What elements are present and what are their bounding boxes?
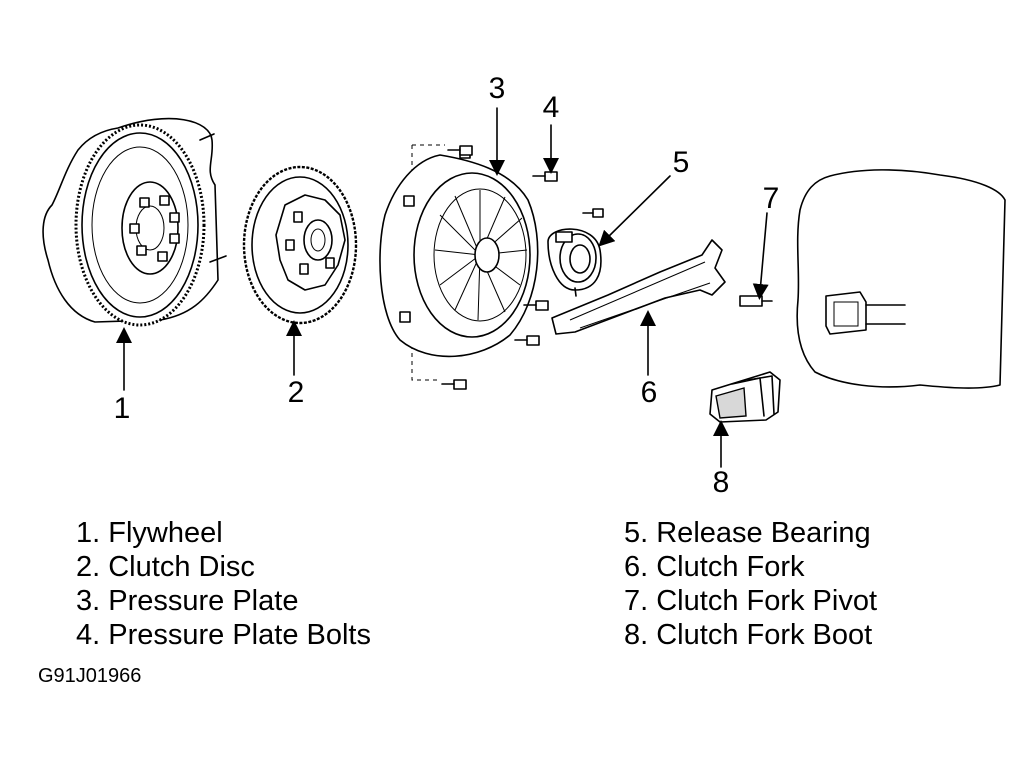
callout-4: 4 — [543, 91, 560, 124]
callout-6: 6 — [641, 376, 658, 409]
callout-8: 8 — [713, 466, 730, 499]
legend-item-flywheel: 1. Flywheel — [76, 517, 223, 549]
legend-item-pressure-plate-bolts: 4. Pressure Plate Bolts — [76, 619, 371, 651]
callout-1: 1 — [114, 392, 131, 425]
transmission-housing — [796, 169, 1006, 389]
callout-3: 3 — [489, 72, 506, 105]
callout-arrows — [116, 107, 769, 468]
release-bearing — [547, 228, 602, 297]
legend-left: 1. Flywheel 2. Clutch Disc 3. Pressure P… — [76, 516, 371, 652]
clutch-disc — [242, 165, 358, 325]
clutch-fork-pivot — [739, 295, 773, 307]
callout-5: 5 — [673, 146, 690, 179]
legend-right: 5. Release Bearing 6. Clutch Fork 7. Clu… — [624, 516, 877, 652]
clutch-fork — [551, 239, 726, 335]
pressure-plate — [379, 144, 539, 381]
clutch-fork-boot — [709, 371, 781, 423]
legend-item-pressure-plate: 3. Pressure Plate — [76, 585, 299, 617]
legend-item-clutch-disc: 2. Clutch Disc — [76, 551, 255, 583]
legend-item-release-bearing: 5. Release Bearing — [624, 517, 871, 549]
pressure-plate-bolts — [441, 145, 604, 390]
callout-7: 7 — [763, 182, 780, 215]
figure-id: G91J01966 — [38, 665, 142, 687]
legend-item-clutch-fork: 6. Clutch Fork — [624, 551, 805, 583]
legend-item-clutch-fork-pivot: 7. Clutch Fork Pivot — [624, 585, 878, 617]
legend-item-clutch-fork-boot: 8. Clutch Fork Boot — [624, 619, 873, 651]
flywheel — [42, 117, 227, 327]
callout-2: 2 — [288, 376, 305, 409]
